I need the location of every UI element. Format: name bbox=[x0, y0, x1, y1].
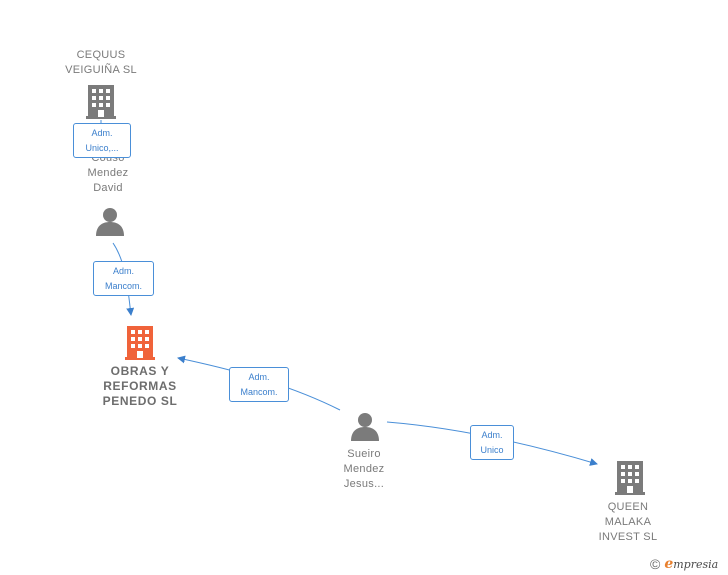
building-icon[interactable] bbox=[86, 85, 116, 119]
person-icon[interactable] bbox=[96, 208, 124, 236]
node-label-queen[interactable]: QUEEN MALAKA INVEST SL bbox=[598, 501, 658, 543]
node-label-obras[interactable]: OBRAS Y REFORMAS PENEDO SL bbox=[102, 364, 178, 408]
person-icon[interactable] bbox=[351, 413, 379, 441]
building-icon[interactable] bbox=[615, 461, 645, 495]
edge-label-adm-unico[interactable]: Adm. Unico bbox=[470, 425, 514, 460]
brand-logo[interactable]: empresia bbox=[664, 556, 719, 572]
copyright-icon: © bbox=[650, 556, 661, 572]
edge-label-adm-mancom[interactable]: Adm. Mancom. bbox=[229, 367, 289, 402]
edge-label-adm-mancom[interactable]: Adm. Mancom. bbox=[93, 261, 154, 296]
node-label-sueiro[interactable]: Sueiro Mendez Jesus... bbox=[343, 448, 385, 490]
footer-branding: © empresia bbox=[650, 556, 718, 572]
node-label-cequus[interactable]: CEQUUS VEIGUIÑA SL bbox=[65, 49, 137, 76]
building-icon[interactable] bbox=[125, 326, 155, 360]
edge-label-adm-unico[interactable]: Adm. Unico,... bbox=[73, 123, 131, 158]
